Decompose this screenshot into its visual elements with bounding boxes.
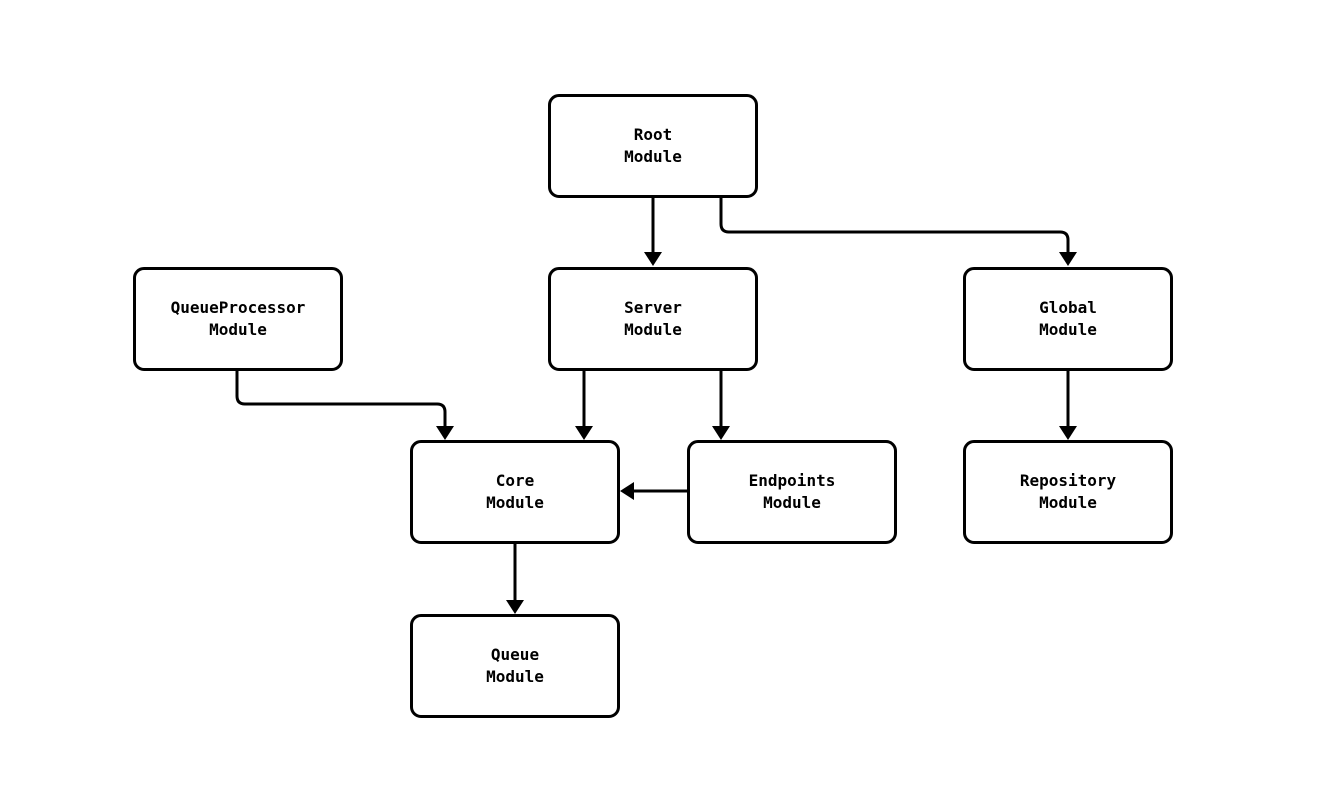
node-server[interactable]: Server Module (548, 267, 758, 371)
node-queue[interactable]: Queue Module (410, 614, 620, 718)
arrowhead-endpoints-to-core (620, 482, 634, 500)
arrowhead-core-to-queue (506, 600, 524, 614)
edge-root-to-server (644, 198, 662, 266)
arrowhead-root-to-server (644, 252, 662, 266)
node-label-queueprocessor: QueueProcessor Module (170, 298, 306, 339)
node-label-core: Core Module (486, 471, 544, 512)
arrowhead-global-to-repository (1059, 426, 1077, 440)
edge-server-to-core (575, 371, 593, 440)
arrowhead-server-to-core (575, 426, 593, 440)
node-label-server: Server Module (624, 298, 682, 339)
node-queueprocessor[interactable]: QueueProcessor Module (133, 267, 343, 371)
edge-global-to-repository (1059, 371, 1077, 440)
node-label-repository: Repository Module (1019, 471, 1117, 512)
node-endpoints[interactable]: Endpoints Module (687, 440, 897, 544)
edge-server-to-endpoints (712, 371, 730, 440)
edge-queueprocessor-to-core (235, 371, 454, 440)
arrowhead-server-to-endpoints (712, 426, 730, 440)
node-global[interactable]: Global Module (963, 267, 1173, 371)
node-root[interactable]: Root Module (548, 94, 758, 198)
node-label-global: Global Module (1039, 298, 1097, 339)
node-label-queue: Queue Module (486, 645, 544, 686)
node-repository[interactable]: Repository Module (963, 440, 1173, 544)
edge-core-to-queue (506, 544, 524, 614)
node-label-root: Root Module (624, 125, 682, 166)
node-label-endpoints: Endpoints Module (748, 471, 836, 512)
arrowhead-root-to-global (1059, 252, 1077, 266)
edge-root-to-global (719, 198, 1077, 266)
edge-endpoints-to-core (620, 482, 687, 500)
arrowhead-queueprocessor-to-core (436, 426, 454, 440)
node-core[interactable]: Core Module (410, 440, 620, 544)
